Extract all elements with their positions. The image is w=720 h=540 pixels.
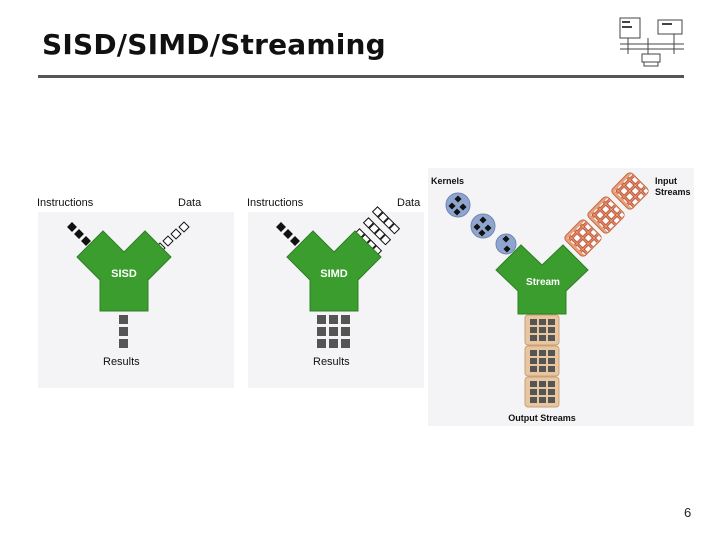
- simd-processor-unit: [286, 230, 382, 312]
- sisd-instruction-stream: [67, 222, 91, 246]
- simd-data-label: Data: [397, 197, 421, 209]
- input-stream-block-3: [564, 219, 602, 257]
- page-number: 6: [684, 505, 692, 520]
- simd-data-stream: [353, 206, 401, 257]
- slide-title: SISD/SIMD/Streaming: [42, 28, 386, 61]
- output-stream-block-2: [524, 345, 560, 377]
- simd-unit-label: SIMD: [320, 268, 348, 280]
- kernel-1: [445, 192, 471, 218]
- input-stream-block-2: [587, 196, 625, 234]
- simd-results-label: Results: [313, 356, 350, 368]
- sisd-results-label: Results: [103, 356, 140, 368]
- stream-output-label: Output Streams: [508, 413, 576, 423]
- stanford-graphics-logo: [619, 17, 684, 67]
- sisd-processor-unit: [76, 230, 172, 312]
- simd-instructions-label: Instructions: [247, 197, 304, 209]
- sisd-unit-label: SISD: [111, 268, 137, 280]
- output-stream-block-3: [524, 376, 560, 408]
- stream-panel: Kernels Input Streams: [428, 168, 694, 426]
- output-stream-block-1: [524, 314, 560, 346]
- kernel-2: [470, 213, 496, 239]
- stream-unit-label: Stream: [526, 277, 560, 288]
- title-underline: [38, 75, 684, 78]
- sisd-instructions-label: Instructions: [37, 197, 94, 209]
- simd-panel: Instructions Data SIMD Results: [247, 197, 424, 388]
- kernel-3: [495, 233, 517, 255]
- stream-input-label-line1: Input: [655, 176, 677, 186]
- sisd-panel: Instructions Data SISD Results: [37, 197, 234, 388]
- input-stream-block-1: [611, 172, 649, 210]
- simd-result-stream: [317, 315, 350, 348]
- stream-kernels-label: Kernels: [431, 176, 464, 186]
- stream-input-label-line2: Streams: [655, 187, 691, 197]
- sisd-result-stream: [119, 315, 128, 348]
- stream-processor-unit: [495, 244, 589, 315]
- sisd-data-label: Data: [178, 197, 202, 209]
- sisd-data-stream: [154, 221, 190, 254]
